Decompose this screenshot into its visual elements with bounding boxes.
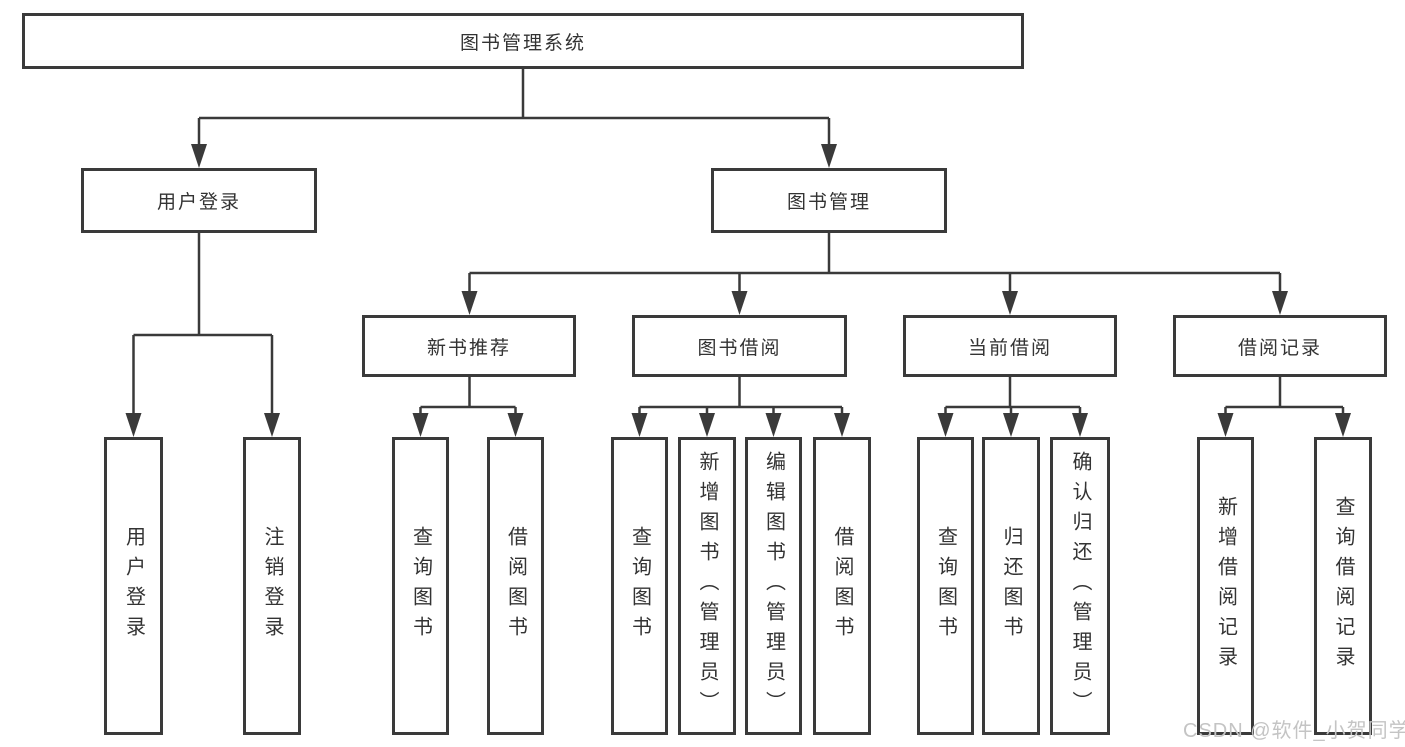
node-label: 查询借阅记录 — [1332, 496, 1354, 676]
node-label: 图书管理系统 — [459, 32, 586, 54]
node-leaf-query-books-current: 查询图书 — [917, 437, 974, 735]
node-label: 新增借阅记录 — [1214, 496, 1237, 676]
node-leaf-add-book-admin: 新增图书（管理员） — [678, 437, 736, 735]
node-leaf-confirm-return-admin: 确认归还（管理员） — [1050, 437, 1110, 735]
node-label: 图书管理 — [786, 192, 871, 213]
node-label: 用户登录 — [122, 526, 145, 646]
node-label: 归还图书 — [1000, 526, 1022, 646]
connector-book-borrowing — [638, 377, 844, 425]
node-new-book-recommendation: 新书推荐 — [362, 315, 576, 377]
node-leaf-user-login: 用户登录 — [104, 437, 163, 735]
node-label: 查询图书 — [628, 526, 651, 646]
node-user-login: 用户登录 — [81, 168, 317, 233]
node-leaf-borrow-books-recommend: 借阅图书 — [487, 437, 544, 735]
connector-borrowing-records — [1224, 377, 1345, 425]
node-leaf-logout: 注销登录 — [243, 437, 301, 735]
node-leaf-edit-book-admin: 编辑图书（管理员） — [745, 437, 802, 735]
node-leaf-borrow-books: 借阅图书 — [813, 437, 871, 735]
node-label: 查询图书 — [409, 526, 432, 646]
node-label: 用户登录 — [156, 192, 241, 213]
node-leaf-return-book: 归还图书 — [982, 437, 1040, 735]
node-label: 编辑图书（管理员） — [762, 451, 785, 721]
node-borrowing-records: 借阅记录 — [1173, 315, 1387, 377]
node-book-management: 图书管理 — [711, 168, 947, 233]
node-leaf-query-books-recommend: 查询图书 — [392, 437, 449, 735]
connector-root — [197, 69, 831, 156]
watermark-csdn: CSDN @软件_小贺同学 — [1183, 720, 1405, 742]
connector-user-login — [132, 233, 274, 425]
node-label: 查询图书 — [934, 526, 957, 646]
node-book-borrowing: 图书借阅 — [632, 315, 847, 377]
node-label: 新增图书（管理员） — [696, 451, 718, 721]
node-leaf-add-borrow-record: 新增借阅记录 — [1197, 437, 1254, 735]
node-label: 图书借阅 — [697, 337, 782, 359]
node-label: 确认归还（管理员） — [1069, 451, 1091, 721]
node-label: 借阅记录 — [1237, 337, 1322, 359]
node-library-management-system: 图书管理系统 — [22, 13, 1024, 69]
connector-book-management — [468, 233, 1282, 303]
node-label: 借阅图书 — [831, 526, 853, 646]
node-label: 当前借阅 — [967, 337, 1052, 359]
node-current-borrowing: 当前借阅 — [903, 315, 1117, 377]
connector-new-book-recommendation — [419, 377, 517, 425]
arrowheads — [125, 144, 1351, 437]
node-label: 新书推荐 — [426, 337, 511, 359]
node-leaf-query-books-borrowing: 查询图书 — [611, 437, 668, 735]
node-leaf-query-borrow-record: 查询借阅记录 — [1314, 437, 1372, 735]
node-label: 注销登录 — [261, 526, 283, 646]
node-label: 借阅图书 — [504, 526, 527, 646]
